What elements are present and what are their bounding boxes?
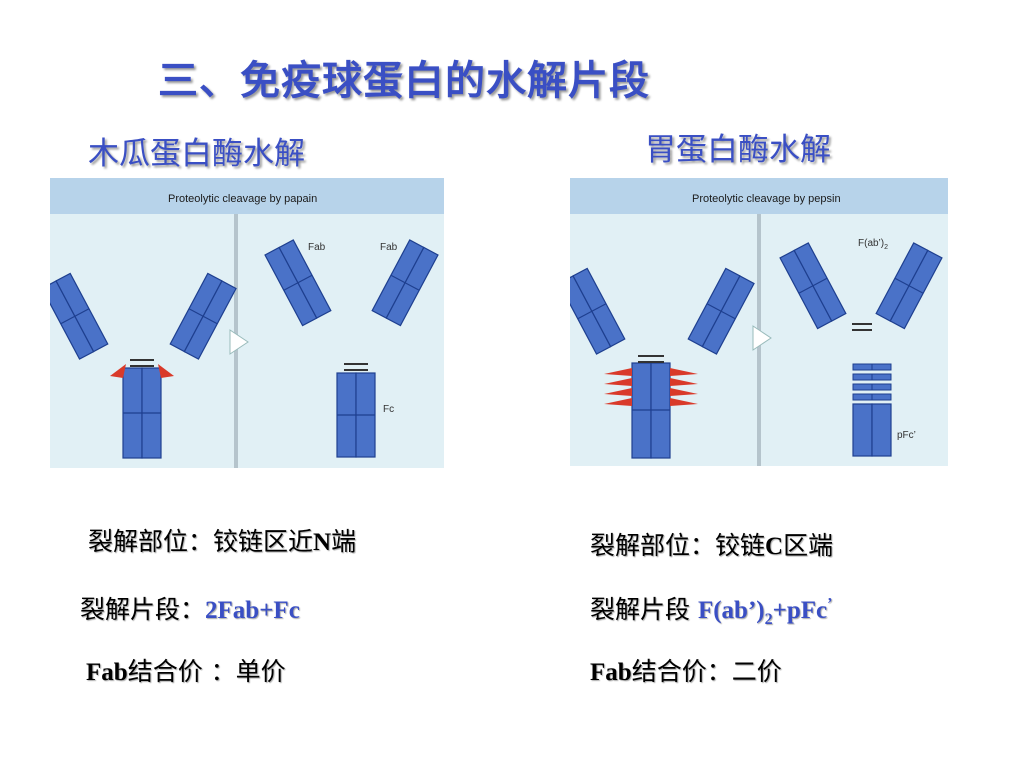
papain-label-fc: Fc xyxy=(383,404,394,415)
pepsin-banner-bar xyxy=(570,178,948,214)
pepsin-cleavage-left xyxy=(604,368,632,406)
papain-fragments: 裂解片段：2Fab+Fc xyxy=(80,595,300,624)
pepsin-cleavage-right xyxy=(670,368,698,406)
papain-valence: Fab结合价 ：单价 xyxy=(86,657,286,686)
papain-arrow-icon xyxy=(229,329,249,355)
papain-banner-bar xyxy=(50,178,444,214)
pepsin-intact-antibody xyxy=(570,267,755,459)
papain-fab-fragment-1 xyxy=(264,239,332,327)
papain-intact-antibody xyxy=(50,272,237,459)
papain-heading: 木瓜蛋白酶水解 xyxy=(88,136,305,172)
pepsin-cleavage-site: 裂解部位：铰链C区端 xyxy=(590,531,834,560)
papain-cleavage-right xyxy=(158,364,174,378)
pepsin-heading: 胃蛋白酶水解 xyxy=(645,132,831,168)
slide-title: 三、免疫球蛋白的水解片段 xyxy=(158,58,650,104)
pepsin-valence: Fab结合价：二价 xyxy=(590,657,782,686)
pepsin-diagram: Proteolytic cleavage by pepsin xyxy=(570,178,948,466)
pepsin-arrow-icon xyxy=(752,325,772,351)
pepsin-pfc-fragment xyxy=(852,363,892,457)
papain-fab-fragment-2 xyxy=(371,239,439,327)
papain-label-fab-1: Fab xyxy=(308,242,326,253)
papain-cleavage-left xyxy=(110,364,126,378)
pepsin-label-pfc: pFc’ xyxy=(897,430,916,441)
pepsin-banner-text: Proteolytic cleavage by pepsin xyxy=(692,193,841,205)
papain-label-fab-2: Fab xyxy=(380,242,398,253)
pepsin-label-fab2: F(ab’)2 xyxy=(858,238,888,251)
papain-diagram: Proteolytic cleavage by papain xyxy=(50,178,444,468)
papain-banner-text: Proteolytic cleavage by papain xyxy=(168,193,317,205)
pepsin-fragments: 裂解片段 F(ab’)2+pFc’ xyxy=(590,595,833,628)
papain-cleavage-site: 裂解部位：铰链区近N端 xyxy=(88,527,357,556)
pepsin-fab2-fragment xyxy=(779,242,943,331)
papain-fc-fragment xyxy=(336,363,376,458)
